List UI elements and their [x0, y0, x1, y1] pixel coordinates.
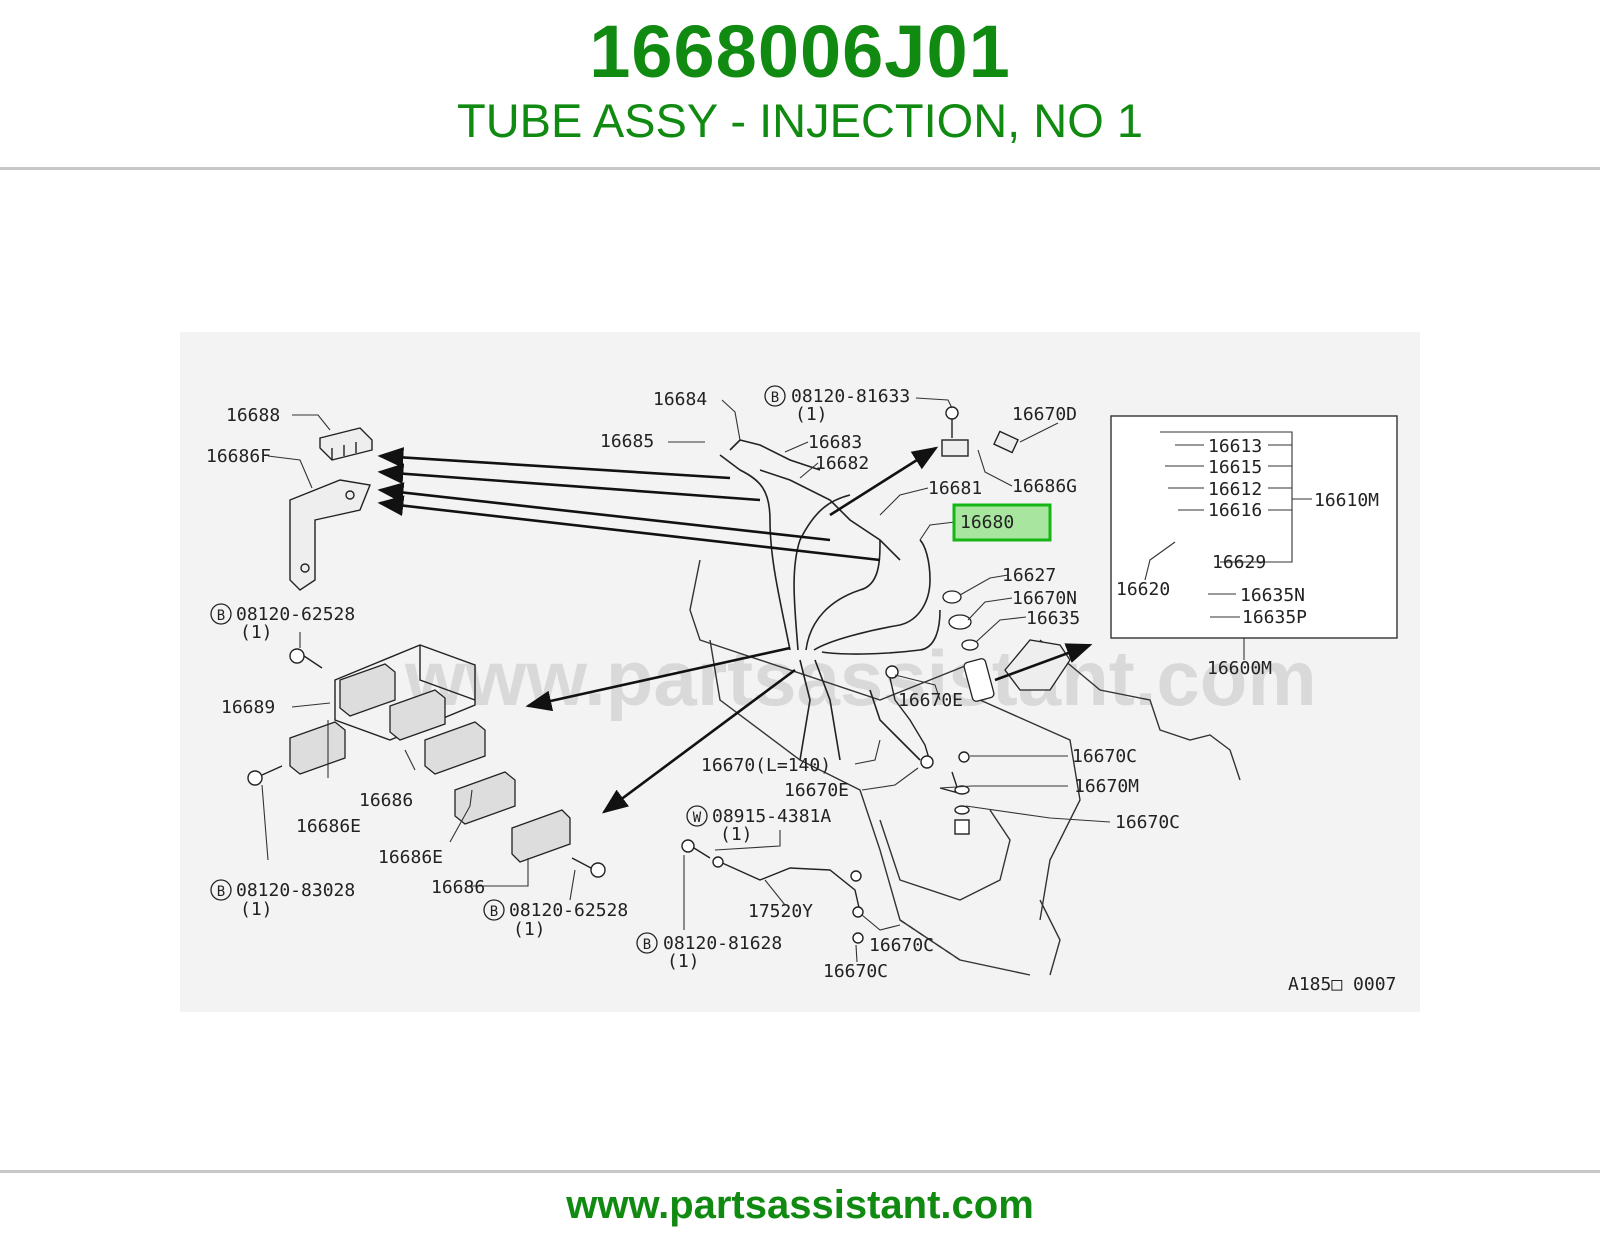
part-label[interactable]: 16686E [296, 816, 361, 837]
qty-label: (1) [240, 622, 273, 643]
qty-label: (1) [240, 899, 273, 920]
part-label[interactable]: 16684 [653, 389, 707, 410]
part-label[interactable]: 16600M [1207, 658, 1272, 679]
part-label[interactable]: 16610M [1314, 490, 1379, 511]
part-label[interactable]: 16670E [898, 690, 963, 711]
part-label[interactable]: 16688 [226, 405, 280, 426]
watermark-text: www.partsassistant.com [404, 634, 1317, 722]
header-divider [0, 167, 1600, 170]
bracket-16689-housing [334, 644, 476, 741]
part-label[interactable]: 16670D [1012, 404, 1077, 425]
bolts [247, 406, 1019, 878]
part-number-title: 1668006J01 [589, 10, 1011, 93]
part-label[interactable]: 08120-81633 [791, 386, 910, 407]
part-label[interactable]: 16612 [1208, 479, 1262, 500]
part-label[interactable]: 16686 [431, 877, 485, 898]
part-label[interactable]: 16670C [823, 961, 888, 982]
return-hose [885, 665, 970, 835]
part-label[interactable]: 16627 [1002, 565, 1056, 586]
part-label[interactable]: 16686G [1012, 476, 1077, 497]
part-label[interactable]: 17520Y [748, 901, 813, 922]
bolt-mark-b: B [490, 904, 498, 920]
footer-url[interactable]: www.partsassistant.com [566, 1183, 1034, 1227]
part-label[interactable]: 16670E [784, 780, 849, 801]
part-label-highlighted[interactable]: 16680 [960, 512, 1014, 533]
bolt-mark-b: B [217, 608, 225, 624]
part-label[interactable]: 16689 [221, 697, 275, 718]
part-label[interactable]: 08120-62528 [509, 900, 628, 921]
part-label[interactable]: 16670C [1072, 746, 1137, 767]
qty-label: (1) [795, 404, 828, 425]
part-label[interactable]: 16629 [1212, 552, 1266, 573]
page-header: 1668006J01 TUBE ASSY - INJECTION, NO 1 [0, 0, 1600, 168]
part-label[interactable]: 16635P [1242, 607, 1307, 628]
part-label[interactable]: 16615 [1208, 457, 1262, 478]
part-label[interactable]: 16670C [1115, 812, 1180, 833]
part-label[interactable]: 16681 [928, 478, 982, 499]
qty-label: (1) [513, 919, 546, 940]
clamp-16688 [319, 427, 373, 461]
part-label[interactable]: 16670M [1074, 776, 1139, 797]
part-label[interactable]: 16685 [600, 431, 654, 452]
bracket-16686F [289, 479, 371, 591]
engine-outline [689, 559, 1241, 976]
part-label[interactable]: 16682 [815, 453, 869, 474]
bolt-mark-b: B [643, 937, 651, 953]
part-label[interactable]: 16635N [1240, 585, 1305, 606]
part-label[interactable]: 16670C [869, 935, 934, 956]
highlight-box [952, 503, 1052, 542]
part-label[interactable]: 08120-62528 [236, 604, 355, 625]
bolt-markers [210, 385, 786, 954]
part-label[interactable]: 16670N [1012, 588, 1077, 609]
part-label[interactable]: 16686E [378, 847, 443, 868]
qty-label: (1) [720, 824, 753, 845]
part-description: TUBE ASSY - INJECTION, NO 1 [457, 94, 1143, 147]
part-label[interactable]: 16683 [808, 432, 862, 453]
part-label[interactable]: 16620 [1116, 579, 1170, 600]
detail-box-16600M [1110, 415, 1398, 660]
part-label[interactable]: 08915-4381A [712, 806, 831, 827]
part-label[interactable]: 16635 [1026, 608, 1080, 629]
part-label[interactable]: 08120-81628 [663, 933, 782, 954]
leader-lines [261, 397, 1111, 963]
footer-divider [0, 1170, 1600, 1173]
direction-arrows [377, 446, 1093, 814]
bolt-mark-b: B [771, 390, 779, 406]
figure-code: A185□ 0007 [1288, 974, 1396, 995]
part-label[interactable]: 16670(L=140) [701, 755, 831, 776]
bolt-mark-w: W [693, 810, 702, 826]
bolt-mark-b: B [217, 884, 225, 900]
leak-off-pipe-17520Y [712, 856, 864, 944]
part-label[interactable]: 16686 [359, 790, 413, 811]
clamp-blocks [289, 663, 571, 863]
part-label[interactable]: 08120-83028 [236, 880, 355, 901]
part-label[interactable]: 16613 [1208, 436, 1262, 457]
part-label[interactable]: 16616 [1208, 500, 1262, 521]
part-label[interactable]: 16686F [206, 446, 271, 467]
qty-label: (1) [667, 951, 700, 972]
